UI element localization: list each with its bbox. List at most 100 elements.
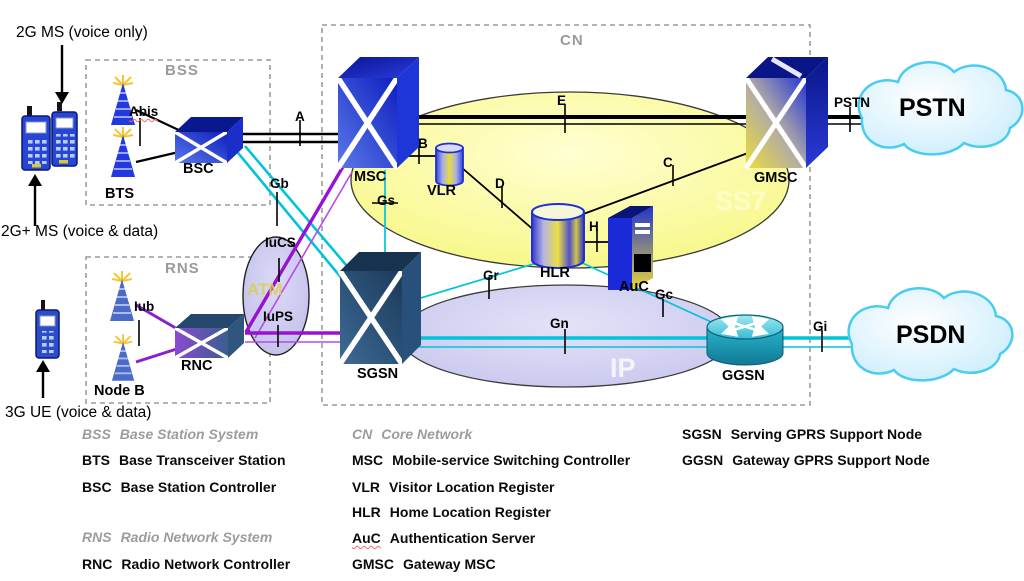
rns-region-label: RNS xyxy=(165,260,200,277)
legend-abbr: GGSN xyxy=(682,452,724,468)
legend-name: Base Station Controller xyxy=(120,479,277,495)
pstn-cloud-label: PSTN xyxy=(899,94,966,122)
legend-hlr: HLR Home Location Register xyxy=(352,504,551,520)
cn-box xyxy=(321,24,811,406)
nodeb-tower-1 xyxy=(109,270,135,322)
sgsn-node xyxy=(337,252,421,366)
legend-name: Radio Network System xyxy=(120,529,273,545)
vlr-label: VLR xyxy=(427,183,456,199)
legend-name: Home Location Register xyxy=(389,504,551,520)
bts-label: BTS xyxy=(105,186,134,202)
note-2g-plus-ms: 2G+ MS (voice & data) xyxy=(1,223,159,240)
auc-node xyxy=(608,206,653,290)
auc-label: AuC xyxy=(619,279,649,295)
phone-2g xyxy=(21,106,51,171)
legend-abbr: BSS xyxy=(82,426,111,442)
psdn-cloud-label: PSDN xyxy=(896,321,966,349)
note-2g-ms: 2G MS (voice only) xyxy=(16,24,148,41)
interface-ticks xyxy=(138,104,851,354)
nodeb-label: Node B xyxy=(94,383,145,399)
bts-tower-2 xyxy=(110,126,136,178)
ip-network-label: IP xyxy=(610,353,636,383)
gi-interface-label: Gi xyxy=(813,319,828,334)
legend-name: Gateway GPRS Support Node xyxy=(732,452,930,468)
sgsn-label: SGSN xyxy=(357,366,399,382)
gmsc-node xyxy=(743,56,828,170)
nodeb-tower-2 xyxy=(111,333,136,382)
legend-name: Core Network xyxy=(381,426,473,442)
ggsn-label: GGSN xyxy=(722,368,765,384)
legend-bss: BSS Base Station System xyxy=(82,426,258,442)
legend-rns: RNS Radio Network System xyxy=(82,529,272,545)
b-interface-label: B xyxy=(418,136,428,151)
legend-sgsn: SGSN Serving GPRS Support Node xyxy=(682,426,922,442)
rnc-label: RNC xyxy=(181,358,213,374)
gmsc-label: GMSC xyxy=(754,170,798,186)
gb-interface-label: Gb xyxy=(270,176,289,191)
legend-abbr: SGSN xyxy=(682,426,722,442)
annotation-arrows xyxy=(28,45,69,398)
legend-gmsc: GMSC Gateway MSC xyxy=(352,556,496,572)
legend-abbr: HLR xyxy=(352,504,381,520)
bss-region-label: BSS xyxy=(165,62,199,79)
hlr-label: HLR xyxy=(540,265,570,281)
legend-abbr: BTS xyxy=(82,452,110,468)
e-interface-label: E xyxy=(557,93,567,108)
rnc-node xyxy=(174,314,244,360)
legend-name: Mobile-service Switching Controller xyxy=(392,452,631,468)
msc-label: MSC xyxy=(354,169,387,185)
legend-abbr: RNS xyxy=(82,529,112,545)
legend-cn: CN Core Network xyxy=(352,426,472,442)
legend-name: Radio Network Controller xyxy=(121,556,291,572)
hlr-node xyxy=(531,203,585,269)
c-interface-label: C xyxy=(663,155,673,170)
legend-abbr: GMSC xyxy=(352,556,394,572)
atm-network-label: ATM xyxy=(247,280,283,299)
legend-ggsn: GGSN Gateway GPRS Support Node xyxy=(682,452,930,468)
note-3g-ue: 3G UE (voice & data) xyxy=(5,404,152,421)
legend-name: Authentication Server xyxy=(389,530,536,546)
phone-2g-plus xyxy=(51,102,78,167)
iups-interface-label: IuPS xyxy=(263,309,294,324)
a-interface-label: A xyxy=(295,109,305,124)
ggsn-node xyxy=(706,314,784,366)
vlr-node xyxy=(435,142,464,187)
phone-3g xyxy=(35,300,60,359)
legend-abbr: MSC xyxy=(352,452,384,468)
legend-rnc: RNC Radio Network Controller xyxy=(82,556,290,572)
iub-interface-label: Iub xyxy=(134,299,155,314)
ip-network-ellipse xyxy=(399,284,733,388)
legend-vlr: VLR Visitor Location Register xyxy=(352,479,554,495)
legend-name: Serving GPRS Support Node xyxy=(730,426,923,442)
legend-name: Base Transceiver Station xyxy=(119,452,286,468)
gs-interface-label: Gs xyxy=(377,193,396,208)
ss7-network-label: SS7 xyxy=(715,186,767,216)
legend-name: Gateway MSC xyxy=(403,556,496,572)
bss-box xyxy=(85,59,271,206)
d-interface-label: D xyxy=(495,176,505,191)
h-interface-label: H xyxy=(589,219,599,234)
legend-name: Visitor Location Register xyxy=(389,479,555,495)
gc-interface-label: Gc xyxy=(655,287,674,302)
iucs-interface-label: IuCS xyxy=(265,235,296,250)
legend-abbr: BSC xyxy=(82,479,112,495)
legend-abbr: VLR xyxy=(352,479,380,495)
gn-interface-label: Gn xyxy=(550,316,569,331)
legend-msc: MSC Mobile-service Switching Controller xyxy=(352,452,630,468)
gr-interface-label: Gr xyxy=(483,268,499,283)
legend-name: Base Station System xyxy=(119,426,259,442)
legend-bts: BTS Base Transceiver Station xyxy=(82,452,286,468)
psdn-cloud xyxy=(847,287,1014,382)
bsc-label: BSC xyxy=(183,161,214,177)
bsc-node xyxy=(174,117,243,165)
msc-node xyxy=(335,57,419,170)
abis-interface-label: Abis xyxy=(129,104,159,119)
legend-bsc: BSC Base Station Controller xyxy=(82,479,276,495)
pstn-cloud xyxy=(857,61,1024,156)
legend-abbr: CN xyxy=(352,426,373,442)
legend-abbr: AuC xyxy=(352,530,381,546)
atm-network-ellipse xyxy=(242,236,310,356)
pstn-interface-label: PSTN xyxy=(834,95,871,110)
